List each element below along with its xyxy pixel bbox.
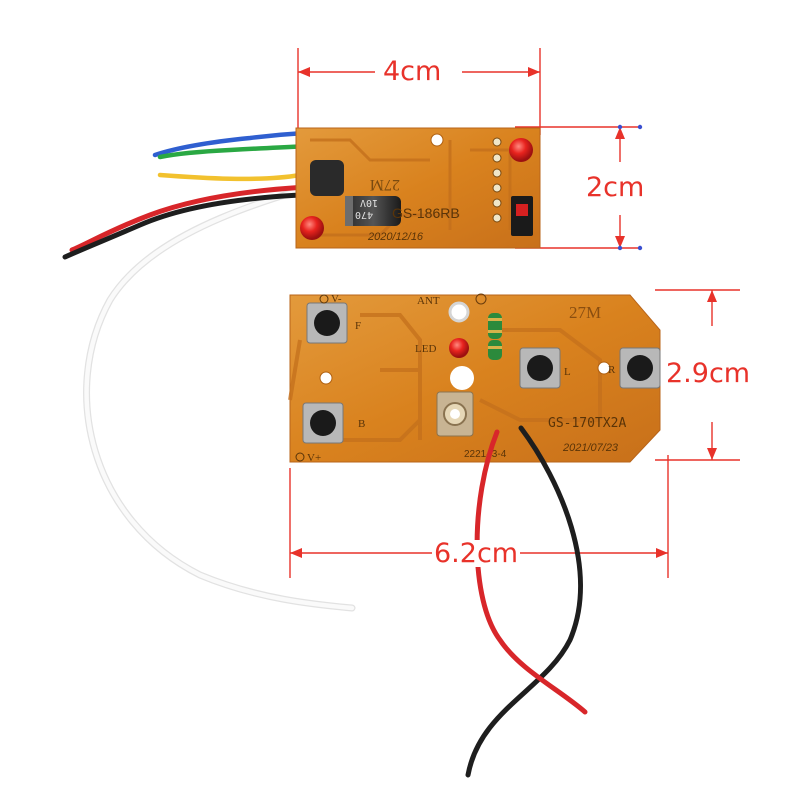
dimension-top-width: 4cm [383,56,442,87]
button-left [519,347,561,389]
button-backward [302,402,344,444]
transmitter-model: GS-170TX2A [548,416,626,431]
label-l: L [564,366,571,378]
transmitter-date: 2021/07/23 [562,442,619,454]
button-right [619,347,661,389]
label-f: F [355,320,361,332]
receiver-led-bottom [300,216,324,240]
mounting-hole [430,133,444,147]
crystal [436,391,474,437]
transmitter-wires [465,425,588,778]
receiver-model: GS-186RB [392,205,460,221]
black-power-wire [465,425,583,778]
coil [310,160,344,196]
receiver-board: 470 10V 27M GS-186RB 2020/12/16 [295,127,541,249]
receiver-wires [62,128,503,612]
transmitter-serial: 222143-4 [464,449,507,460]
label-b: B [358,418,365,430]
dimension-lines [289,48,740,578]
capacitor: 470 10V [345,196,401,226]
receiver-led-top [509,138,533,162]
transmitter-board: ANT LED F B L R V- V+ 27M GS-170TX2A 202… [288,293,661,464]
wire-pads [492,137,502,223]
transmitter-traces [288,313,602,442]
label-ant: ANT [417,295,440,307]
mounting-hole [597,361,611,375]
dimension-dots [617,124,643,251]
mounting-hole [319,371,333,385]
label-v-plus: V+ [307,452,321,464]
label-led: LED [415,343,436,355]
red-power-wire [474,429,588,715]
inductor [488,313,502,360]
button-forward [306,302,348,344]
capacitor-voltage: 10V [360,197,378,208]
dimension-large-height: 2.9cm [666,358,751,389]
antenna-hole [448,301,470,323]
capacitor-value: 470 [355,209,373,220]
transmitter-led [449,338,469,358]
transmitter-frequency: 27M [569,303,601,322]
label-r: R [608,364,616,376]
large-hole [450,366,474,390]
dimension-bottom-width: 6.2cm [432,538,521,569]
dimension-small-height: 2cm [586,172,645,203]
label-v-minus: V- [331,293,342,305]
receiver-frequency: 27M [370,176,400,193]
receiver-date: 2020/12/16 [367,231,424,243]
